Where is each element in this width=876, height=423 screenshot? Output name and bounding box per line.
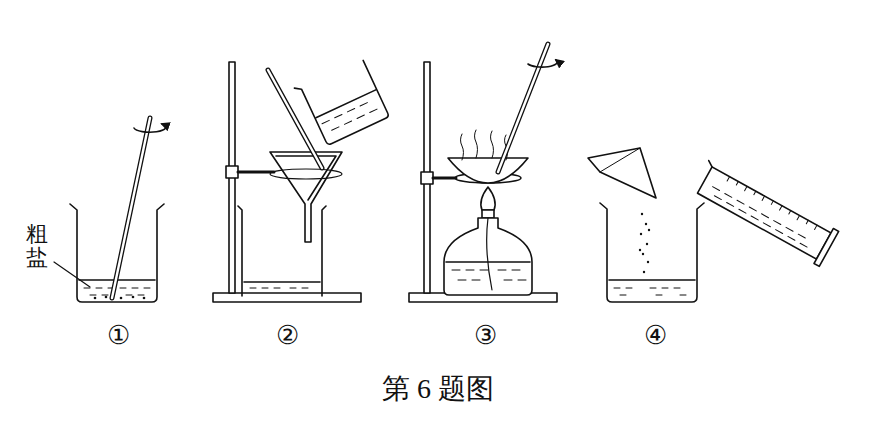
step-number: ② <box>276 320 299 351</box>
filtration-setup <box>213 57 389 302</box>
dissolving-beaker <box>588 148 839 302</box>
dissolving-beaker <box>54 118 166 302</box>
step-number: ① <box>107 320 130 351</box>
step-number: ④ <box>644 320 667 351</box>
part-label: 粗盐 <box>26 222 48 270</box>
figure-caption: 第 6 题图 <box>382 370 494 408</box>
step-number: ③ <box>474 320 497 351</box>
evaporation-setup <box>409 44 557 302</box>
